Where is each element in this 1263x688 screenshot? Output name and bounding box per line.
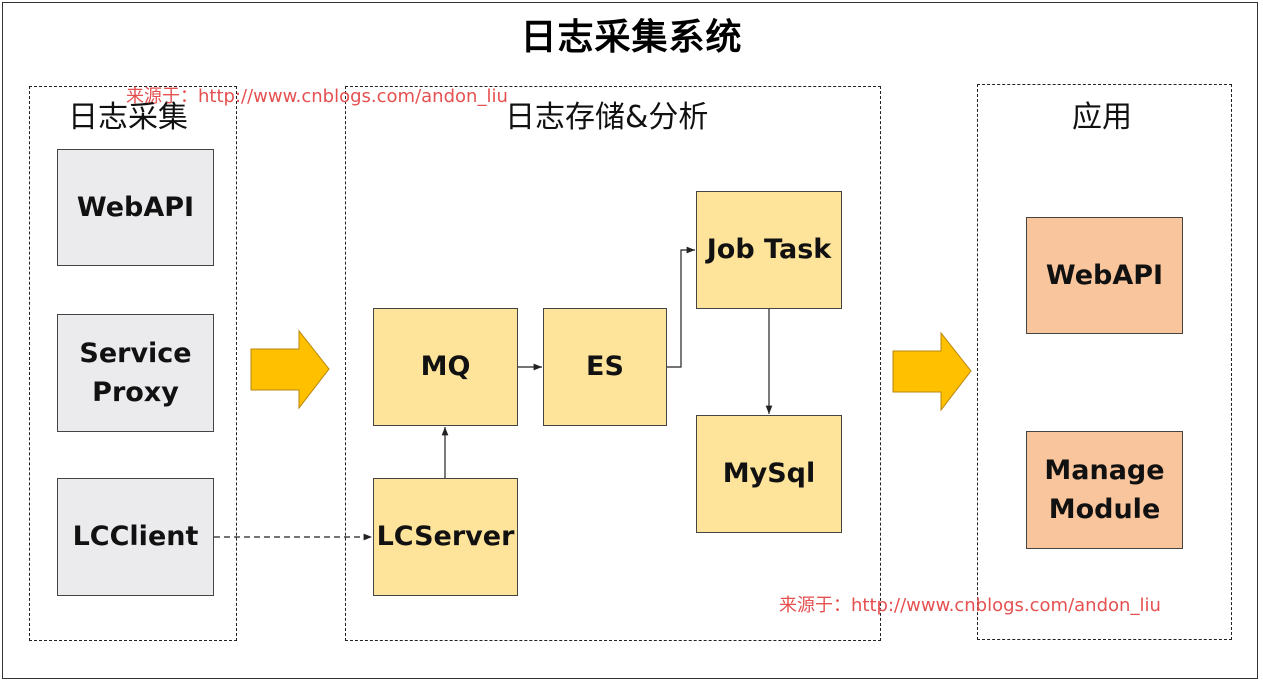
node-manage-module-line1: Manage (1044, 454, 1165, 486)
node-collect-webapi-label: WebAPI (76, 191, 195, 223)
flow-arrow-storage-to-app (892, 331, 972, 412)
node-collect-webapi: WebAPI (57, 149, 214, 266)
flow-arrow-collect-to-storage (250, 329, 330, 410)
node-manage-module-line2: Module (1048, 494, 1161, 525)
group-storage-label: 日志存储&分析 (505, 100, 709, 135)
node-job-task: Job Task (696, 191, 842, 309)
node-mq: MQ (373, 308, 518, 426)
group-storage (345, 86, 881, 641)
node-lcserver-label: LCServer (376, 521, 515, 553)
group-app-label: 应用 (1072, 100, 1132, 135)
node-service-proxy: Service Proxy (57, 314, 214, 432)
watermark-bottom: 来源于：http://www.cnblogs.com/andon_liu (779, 595, 1161, 616)
edge-es-to-job-task (667, 246, 695, 368)
node-lcserver: LCServer (373, 478, 518, 596)
diagram-frame (2, 2, 1258, 679)
node-app-webapi: WebAPI (1026, 217, 1183, 334)
node-job-task-label: Job Task (706, 234, 832, 266)
node-es-label: ES (586, 351, 624, 383)
node-service-proxy-line2: Proxy (92, 377, 179, 408)
group-collect (29, 86, 237, 641)
node-es: ES (543, 308, 667, 426)
group-collect-label: 日志采集 (68, 100, 188, 135)
node-mq-label: MQ (420, 351, 471, 383)
node-lcclient-label: LCClient (72, 521, 199, 553)
group-app (977, 84, 1232, 640)
watermark-top: 来源于：http://www.cnblogs.com/andon_liu (126, 86, 508, 107)
node-mysql-label: MySql (722, 458, 816, 490)
node-lcclient: LCClient (57, 478, 214, 596)
node-mysql: MySql (696, 415, 842, 533)
node-manage-module: Manage Module (1026, 431, 1183, 549)
diagram-title: 日志采集系统 (520, 17, 743, 58)
node-service-proxy-line1: Service (79, 337, 192, 369)
node-app-webapi-label: WebAPI (1045, 259, 1164, 291)
